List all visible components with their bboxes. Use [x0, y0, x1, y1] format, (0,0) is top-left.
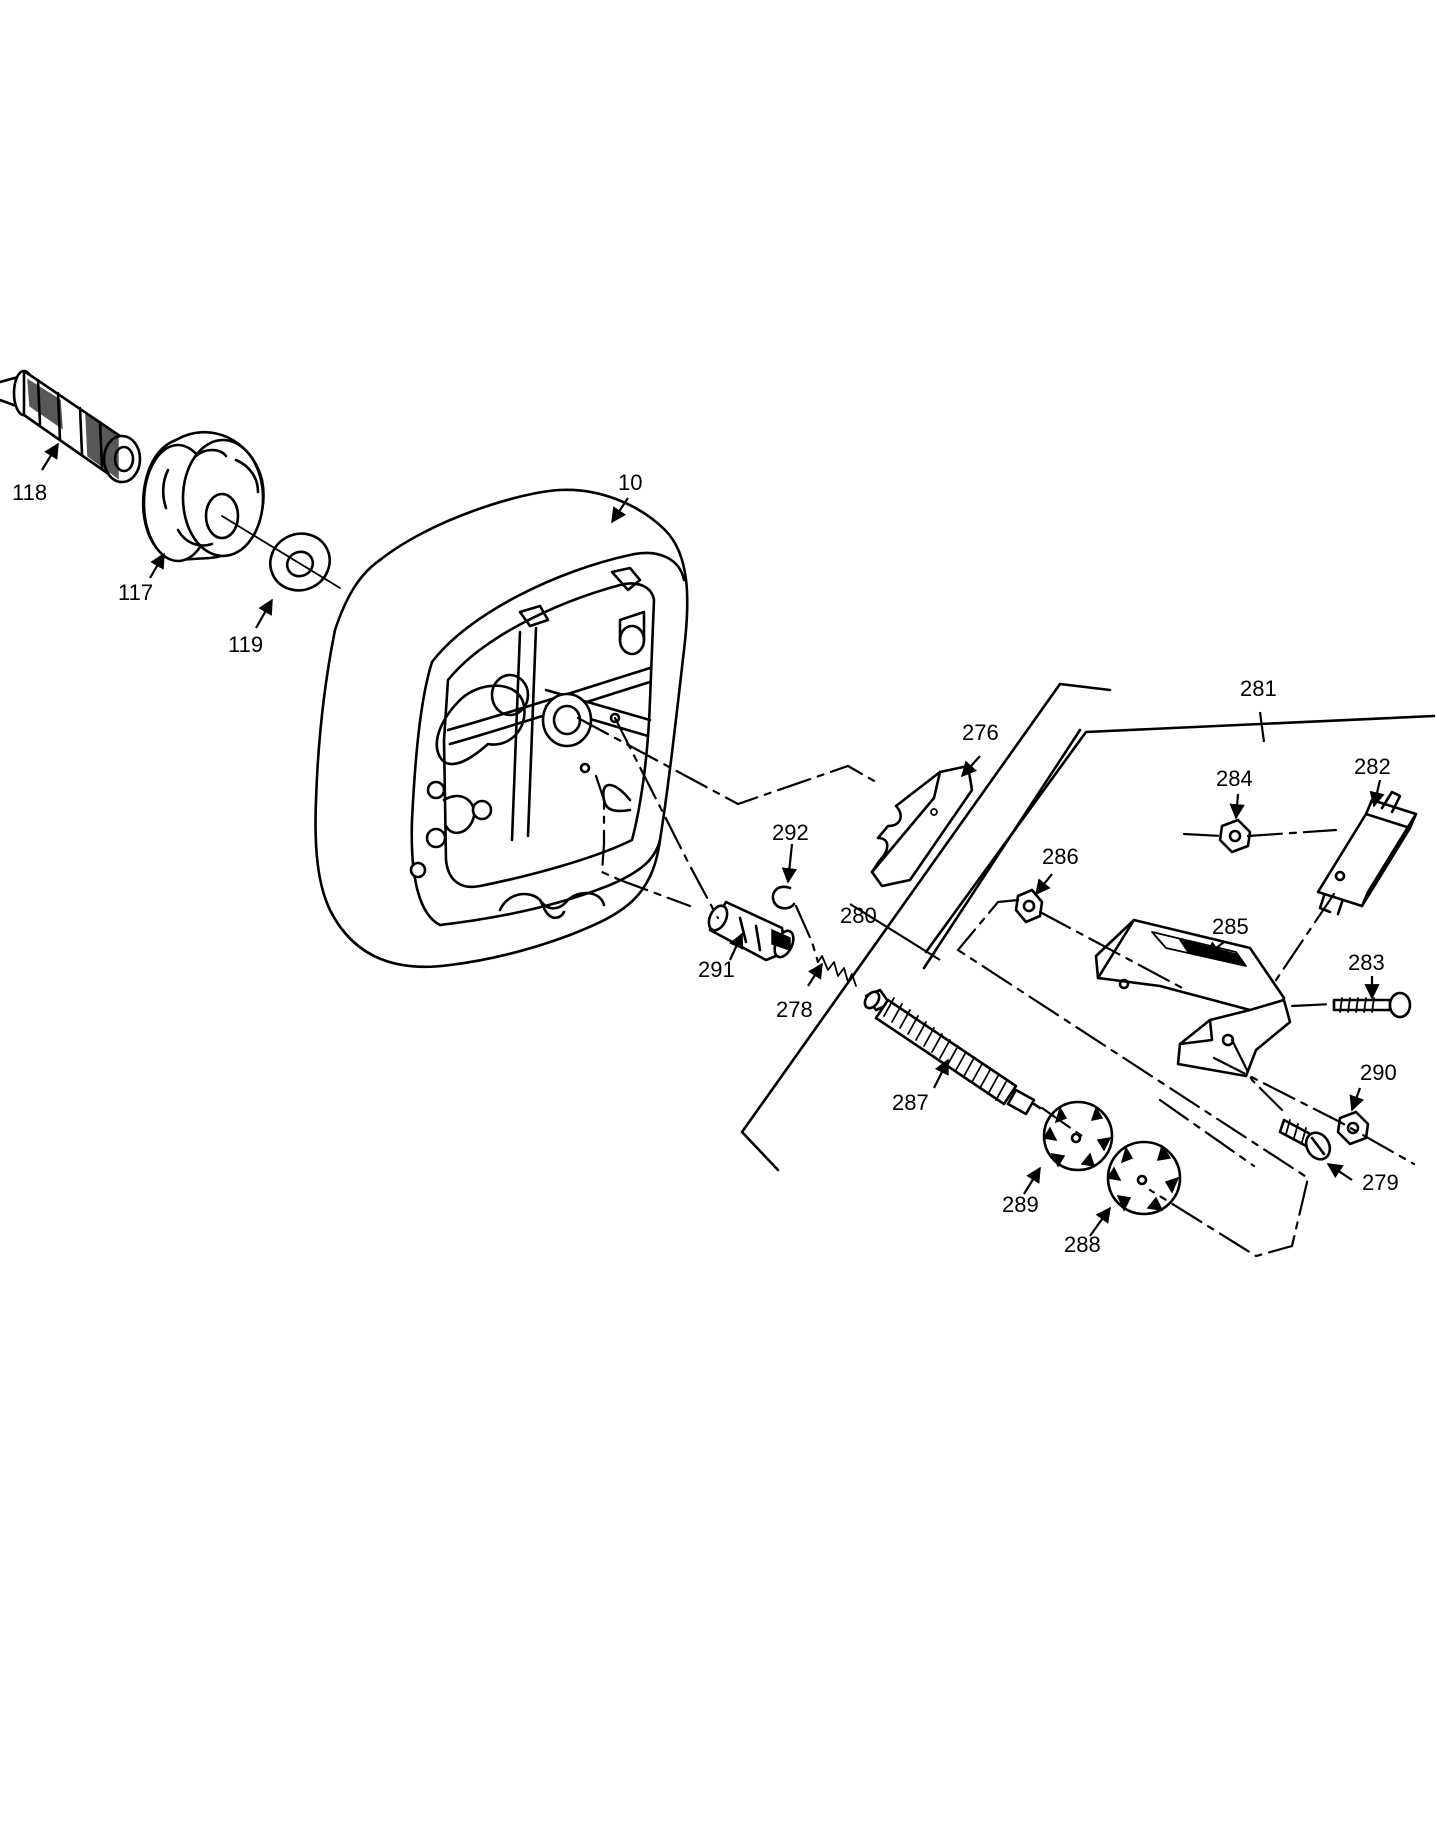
callout-117: 117	[118, 580, 153, 605]
part-286-nut	[1014, 888, 1044, 924]
callout-282: 282	[1354, 754, 1391, 779]
callout-labels: 118 117 119 10 276 292 291 278 280 281 2…	[12, 470, 1399, 1257]
part-290-nut	[1336, 1110, 1370, 1146]
part-118-splined-shaft	[0, 369, 142, 484]
callout-279: 279	[1362, 1170, 1399, 1195]
callout-280: 280	[840, 903, 877, 928]
callout-118: 118	[12, 480, 47, 505]
callout-119: 119	[228, 632, 263, 657]
part-119-washer	[269, 532, 331, 592]
part-287-lead-screw	[863, 988, 1042, 1116]
callout-291: 291	[698, 957, 735, 982]
part-285-switch-bracket	[1094, 918, 1292, 1078]
part-283-screw	[1332, 991, 1412, 1019]
part-292-retaining-clip	[771, 885, 796, 910]
part-291-pin	[707, 900, 795, 962]
callout-286: 286	[1042, 844, 1079, 869]
callout-10: 10	[618, 470, 642, 495]
callout-284: 284	[1216, 766, 1253, 791]
assembly-centre-lines	[576, 716, 1416, 1258]
callout-leaders	[41, 442, 1385, 1237]
part-289-star-wheel	[1042, 1100, 1114, 1172]
callout-288: 288	[1064, 1232, 1101, 1257]
part-282-micro-switch	[1316, 790, 1418, 916]
callout-276: 276	[962, 720, 999, 745]
callout-285: 285	[1212, 914, 1249, 939]
callout-292: 292	[772, 820, 809, 845]
part-284-nut	[1218, 818, 1252, 854]
callout-281: 281	[1240, 676, 1277, 701]
callout-289: 289	[1002, 1192, 1039, 1217]
callout-278: 278	[776, 997, 813, 1022]
part-117-port-disc	[141, 430, 265, 563]
part-288-star-wheel	[1106, 1140, 1182, 1216]
part-276-bracket	[870, 764, 974, 888]
assembly-boundary-lines	[740, 682, 1436, 1172]
callout-290: 290	[1360, 1060, 1397, 1085]
part-279-screw	[1278, 1118, 1332, 1161]
callout-287: 287	[892, 1090, 929, 1115]
callout-283: 283	[1348, 950, 1385, 975]
part-10-housing	[314, 488, 689, 969]
